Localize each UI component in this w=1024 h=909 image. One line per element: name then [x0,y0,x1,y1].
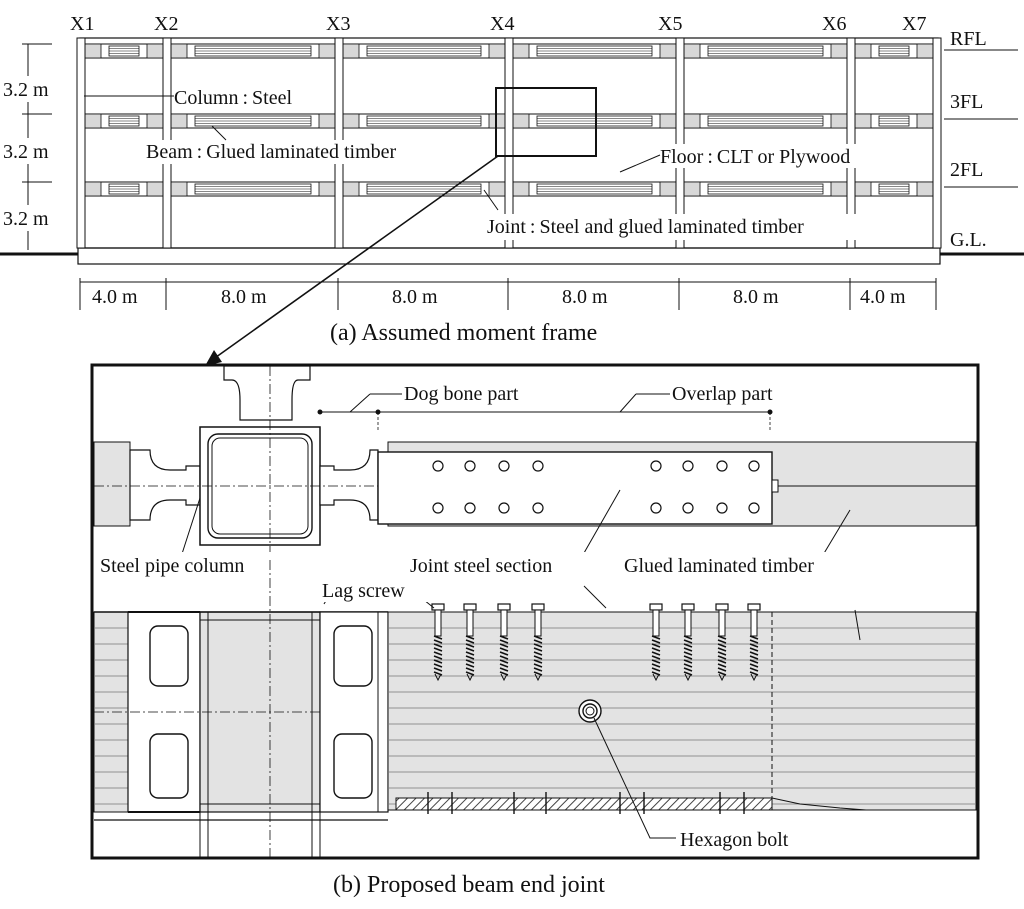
grid-label-1: X1 [70,13,94,35]
grid-label-4: X4 [490,13,514,35]
joint-steel-plate-plan [377,451,773,525]
floor-slabs [80,43,938,197]
label-dog-bone-part: Dog bone part [404,383,519,405]
label-beam-timber: Beam : Glued laminated timber [146,141,396,163]
caption-b: (b) Proposed beam end joint [333,872,605,898]
floor-label-rfl: RFL [950,28,987,50]
bolt-hole-3-2 [498,502,510,514]
bolt-hole-7-2 [716,502,728,514]
bolt-hole-5-2 [650,502,662,514]
column-7 [932,37,942,249]
floor-label-gl: G.L. [950,229,987,251]
lag-screw-8 [747,603,761,682]
top-h-section [223,365,311,421]
caption-a: (a) Assumed moment frame [330,320,597,346]
moment-frame-elevation: X1 X2 X3 X4 X5 X6 X7 RFL 3FL 2FL G.L. 3.2 m 3.… [0,13,1024,366]
grid-label-5: X5 [658,13,682,35]
detail-arrow [211,155,499,361]
label-lag-screw: Lag screw [322,580,405,602]
span-4: 8.0 m [562,286,608,308]
joint-detail: Dog bone part Overlap part Steel pipe co… [90,363,980,860]
floor-label-3fl: 3FL [950,91,983,113]
story-height-dimensions: 3.2 m 3.2 m 3.2 m [0,43,64,250]
grid-label-7: X7 [902,13,926,35]
span-3: 8.0 m [392,286,438,308]
lag-screw-6 [681,603,695,682]
bolt-hole-7-1 [716,460,728,472]
bolt-hole-2-1 [464,460,476,472]
elevation-view [93,560,977,858]
arrowhead [205,350,222,366]
bolt-hole-3-1 [498,460,510,472]
bolt-hole-2-2 [464,502,476,514]
grid-labels: X1 X2 X3 X4 X5 X6 X7 [70,13,926,35]
bolt-hole-1-2 [432,502,444,514]
span-2: 8.0 m [221,286,267,308]
span-1: 4.0 m [92,286,138,308]
column-1 [76,37,86,249]
bolt-hole-8-1 [748,460,760,472]
bolt-hole-6-2 [682,502,694,514]
grid-label-2: X2 [154,13,178,35]
label-floor-clt: Floor : CLT or Plywood [660,146,850,168]
bolt-hole-4-2 [532,502,544,514]
span-dimensions: 4.0 m 8.0 m 8.0 m 8.0 m 8.0 m 4.0 m [79,278,937,310]
story-height-2: 3.2 m [3,141,49,163]
lag-screw-1 [431,603,445,682]
bottom-hatch-strip [395,797,773,811]
story-height-3: 3.2 m [3,208,49,230]
lag-screw-4 [531,603,545,682]
label-steel-pipe-column: Steel pipe column [100,555,244,577]
story-height-1: 3.2 m [3,79,49,101]
plan-bolt-holes [432,460,760,514]
grid-label-3: X3 [326,13,350,35]
bolt-hole-5-1 [650,460,662,472]
timber-beam-elevation [387,611,977,811]
frame-callouts: Column : Steel Beam : Glued laminated ti… [84,84,920,240]
column-4 [504,37,514,249]
label-overlap-part: Overlap part [672,383,773,405]
lag-screw-2 [463,603,477,682]
lag-screw-5 [649,603,663,682]
floor-label-2fl: 2FL [950,159,983,181]
bolt-hole-4-1 [532,460,544,472]
label-joint: Joint : Steel and glued laminated timber [487,216,804,238]
span-5: 8.0 m [733,286,779,308]
label-hexagon-bolt: Hexagon bolt [680,829,789,851]
floor-labels: RFL 3FL 2FL G.L. [944,28,1018,251]
bolt-hole-8-2 [748,502,760,514]
grid-label-6: X6 [822,13,846,35]
label-column-steel: Column : Steel [174,87,292,109]
lag-screw-3 [497,603,511,682]
detail-box [495,87,597,157]
plan-view: Dog bone part Overlap part [93,365,977,561]
column-6 [846,37,856,249]
column-5 [675,37,685,249]
hexagon-bolt [578,699,602,723]
bolt-hole-6-1 [682,460,694,472]
bolt-hole-1-1 [432,460,444,472]
lag-screws [431,603,761,682]
label-joint-steel-section: Joint steel section [410,555,552,577]
span-6: 4.0 m [860,286,906,308]
label-glued-laminated-timber: Glued laminated timber [624,555,814,577]
lag-screw-7 [715,603,729,682]
foundation-slab [77,247,941,265]
